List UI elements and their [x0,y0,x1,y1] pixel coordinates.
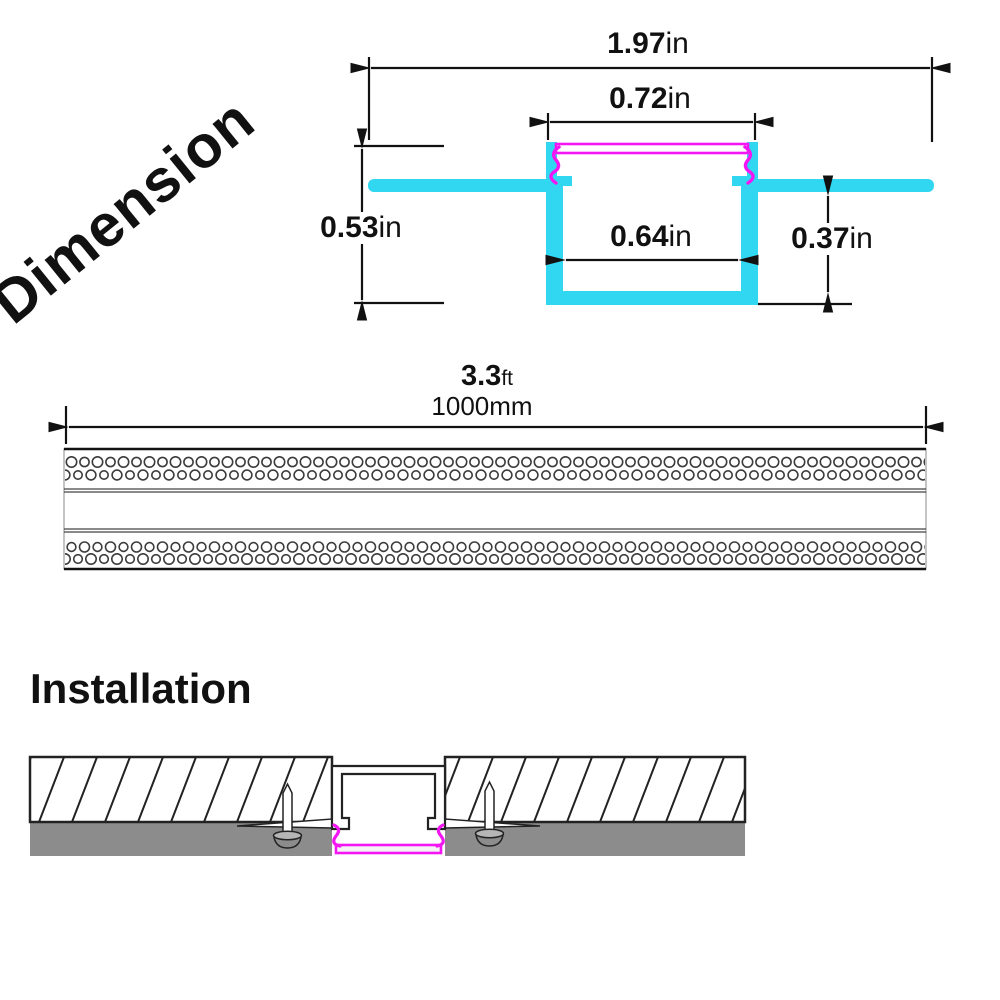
opening-width-value: 0.72 [609,82,668,115]
profile-right-upper-wall [747,142,758,182]
diffuser-left-clip [549,145,561,185]
inner-width-unit: in [668,220,692,253]
profile-cross-section [368,142,934,305]
opening-width-label: 0.72in [609,83,691,115]
profile-right-clip-tab [732,176,747,186]
aluminum-profile-body [368,142,934,305]
overall-width-value: 1.97 [607,27,666,60]
installation-section-title: Installation [30,665,252,712]
installed-diffuser [332,823,445,855]
inner-width-label: 0.64in [610,221,692,253]
installed-diffuser-right-clip [435,823,445,848]
profile-left-upper-wall [546,142,557,182]
screw-left [272,782,303,849]
bar-top-texture [65,450,925,488]
profile-right-lower-wall [741,180,758,301]
overall-height-unit: in [378,211,402,244]
recessed-channel [330,764,447,831]
opening-width-unit: in [667,82,691,115]
overall-width-unit: in [665,27,689,60]
installed-diffuser-left-clip [332,823,342,848]
screw-left-shaft [282,782,293,835]
recess-depth-label: 0.37in [787,223,877,255]
diffuser-right-clip [743,145,755,185]
length-feet-unit: ft [501,367,513,390]
inner-width-value: 0.64 [610,220,669,253]
screw-right-washer [474,828,505,839]
length-bar-diagram [48,406,944,571]
recess-depth-unit: in [849,222,873,255]
screw-right [474,780,505,847]
bar-bottom-texture [65,531,925,569]
screw-left-washer [272,830,303,841]
profile-left-clip-tab [557,176,572,186]
ceiling-substrate-left [28,755,334,824]
screw-right-shaft [484,780,495,833]
profile-right-wing [750,179,934,192]
overall-height-value: 0.53 [320,211,379,244]
length-mm-label: 1000mm [431,391,533,421]
diffuser-cover [549,142,755,185]
recess-depth-value: 0.37 [791,222,850,255]
profile-left-wing [368,179,552,192]
overall-height-label: 0.53in [316,212,406,244]
profile-left-lower-wall [546,180,563,301]
length-feet-value: 3.3 [461,360,502,392]
length-feet-label: 3.3ft [461,361,513,391]
installation-diagram [28,755,747,856]
overall-width-label: 1.97in [607,28,689,60]
profile-bottom-slab [546,291,758,305]
